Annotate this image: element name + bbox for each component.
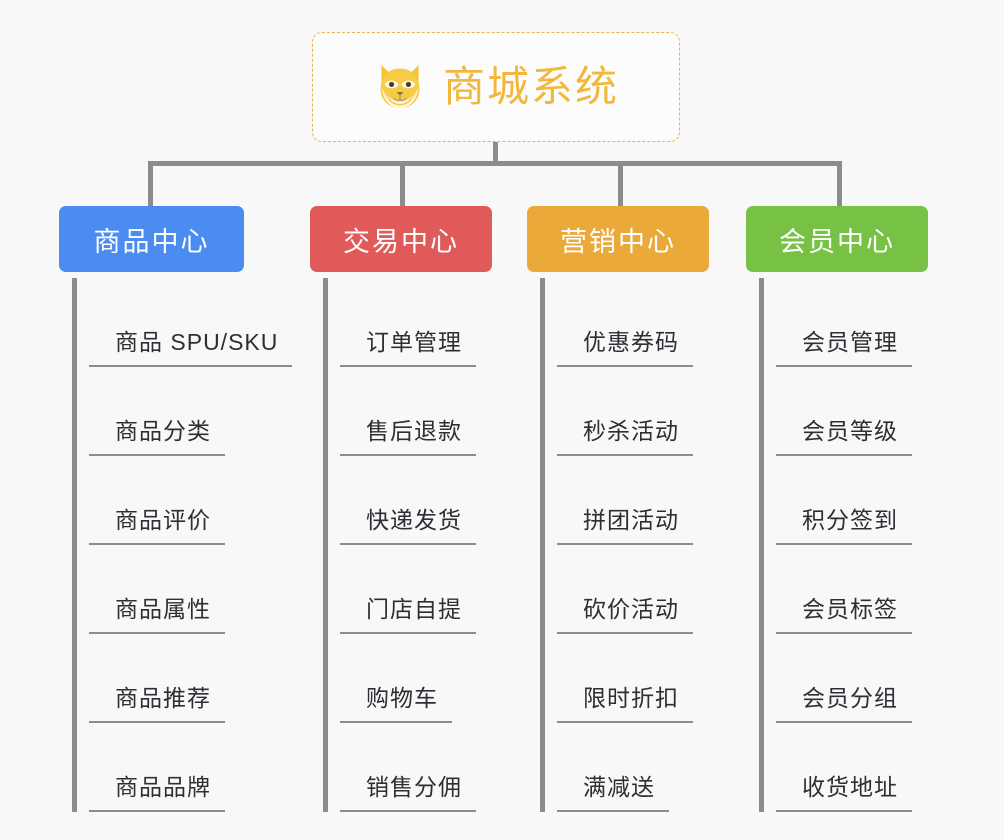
- connector-drop-2: [400, 161, 405, 209]
- branch-column-2: 交易中心 订单管理 售后退款 快递发货 门店自提 购物车 销售分佣: [310, 206, 492, 812]
- branch-header-2-label: 交易中心: [343, 226, 459, 257]
- list-item[interactable]: 会员分组: [776, 634, 941, 723]
- list-item[interactable]: 收货地址: [776, 723, 941, 812]
- list-item[interactable]: 会员标签: [776, 545, 941, 634]
- list-item[interactable]: 商品分类: [89, 367, 257, 456]
- connector-drop-1: [148, 161, 153, 209]
- branch-items-4: 会员管理 会员等级 积分签到 会员标签 会员分组 收货地址: [759, 278, 941, 812]
- branch-header-4[interactable]: 会员中心: [746, 206, 928, 272]
- shiba-dog-face-icon: [380, 65, 420, 109]
- list-item[interactable]: 售后退款: [340, 367, 505, 456]
- list-item[interactable]: 商品属性: [89, 545, 257, 634]
- list-item[interactable]: 商品品牌: [89, 723, 257, 812]
- branch-items-2: 订单管理 售后退款 快递发货 门店自提 购物车 销售分佣: [323, 278, 505, 812]
- list-item[interactable]: 限时折扣: [557, 634, 722, 723]
- list-item[interactable]: 订单管理: [340, 278, 505, 367]
- branch-header-3-label: 营销中心: [560, 226, 676, 257]
- connector-drop-4: [837, 161, 842, 209]
- list-item[interactable]: 快递发货: [340, 456, 505, 545]
- root-node-mall-system[interactable]: 商城系统: [312, 32, 680, 142]
- list-item[interactable]: 门店自提: [340, 545, 505, 634]
- list-item[interactable]: 秒杀活动: [557, 367, 722, 456]
- branch-header-1-label: 商品中心: [93, 226, 210, 257]
- list-item[interactable]: 购物车: [340, 634, 505, 723]
- list-item[interactable]: 商品评价: [89, 456, 257, 545]
- list-item[interactable]: 满减送: [557, 723, 722, 812]
- list-item[interactable]: 积分签到: [776, 456, 941, 545]
- branch-header-2[interactable]: 交易中心: [310, 206, 492, 272]
- list-item[interactable]: 优惠券码: [557, 278, 722, 367]
- branch-header-1[interactable]: 商品中心: [59, 206, 244, 272]
- list-item[interactable]: 销售分佣: [340, 723, 505, 812]
- branch-column-1: 商品中心 商品 SPU/SKU 商品分类 商品评价 商品属性 商品推荐 商品品牌: [59, 206, 293, 812]
- list-item[interactable]: 会员等级: [776, 367, 941, 456]
- branch-items-1: 商品 SPU/SKU 商品分类 商品评价 商品属性 商品推荐 商品品牌: [72, 278, 293, 812]
- connector-root-stem: [493, 142, 498, 166]
- list-item[interactable]: 砍价活动: [557, 545, 722, 634]
- branch-header-4-label: 会员中心: [779, 226, 895, 257]
- branch-items-3: 优惠券码 秒杀活动 拼团活动 砍价活动 限时折扣 满减送: [540, 278, 722, 812]
- list-item[interactable]: 商品 SPU/SKU: [89, 278, 293, 367]
- root-node-title: 商城系统: [442, 63, 619, 110]
- branch-header-3[interactable]: 营销中心: [527, 206, 709, 272]
- connector-drop-3: [618, 161, 623, 209]
- branch-column-4: 会员中心 会员管理 会员等级 积分签到 会员标签 会员分组 收货地址: [746, 206, 928, 812]
- branch-column-3: 营销中心 优惠券码 秒杀活动 拼团活动 砍价活动 限时折扣 满减送: [527, 206, 709, 812]
- connector-horizontal-bus: [148, 161, 842, 166]
- list-item[interactable]: 商品推荐: [89, 634, 257, 723]
- list-item[interactable]: 会员管理: [776, 278, 941, 367]
- list-item[interactable]: 拼团活动: [557, 456, 722, 545]
